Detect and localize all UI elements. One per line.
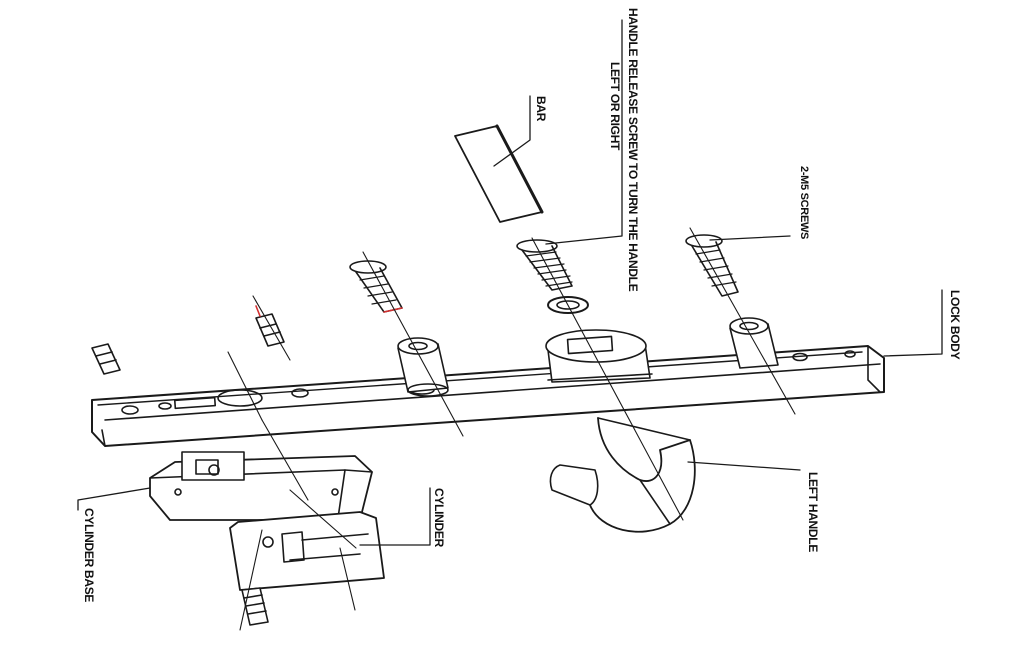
cylinder-screw xyxy=(241,587,269,626)
left-handle xyxy=(549,417,696,533)
cylinder-base xyxy=(149,451,373,521)
label-lock-body: LOCK BODY xyxy=(948,290,962,360)
label-left-handle: LEFT HANDLE xyxy=(806,472,820,553)
label-handle-release-line1: HANDLE RELEASE SCREW TO TURN THE HANDLE xyxy=(626,8,640,292)
bar-part xyxy=(454,124,544,223)
handle-release-screw xyxy=(516,239,573,291)
label-bar: BAR xyxy=(534,96,548,122)
pin-lower xyxy=(91,343,121,375)
screw-left xyxy=(349,260,403,313)
standoff-tube-right xyxy=(729,317,779,369)
label-cylinder: CYLINDER xyxy=(432,488,446,547)
label-cylinder-base: CYLINDER BASE xyxy=(82,508,96,603)
standoff-tube-left xyxy=(397,337,449,397)
cylinder-part xyxy=(229,511,385,591)
axis-lines xyxy=(227,227,796,631)
label-handle-release-line2: LEFT OR RIGHT xyxy=(608,62,622,151)
handle-hub xyxy=(545,329,653,383)
label-2m5-screws: 2-M5 SCREWS xyxy=(798,166,810,240)
leader-lines xyxy=(77,19,943,546)
screw-right xyxy=(685,234,739,297)
lock-body xyxy=(91,345,885,447)
